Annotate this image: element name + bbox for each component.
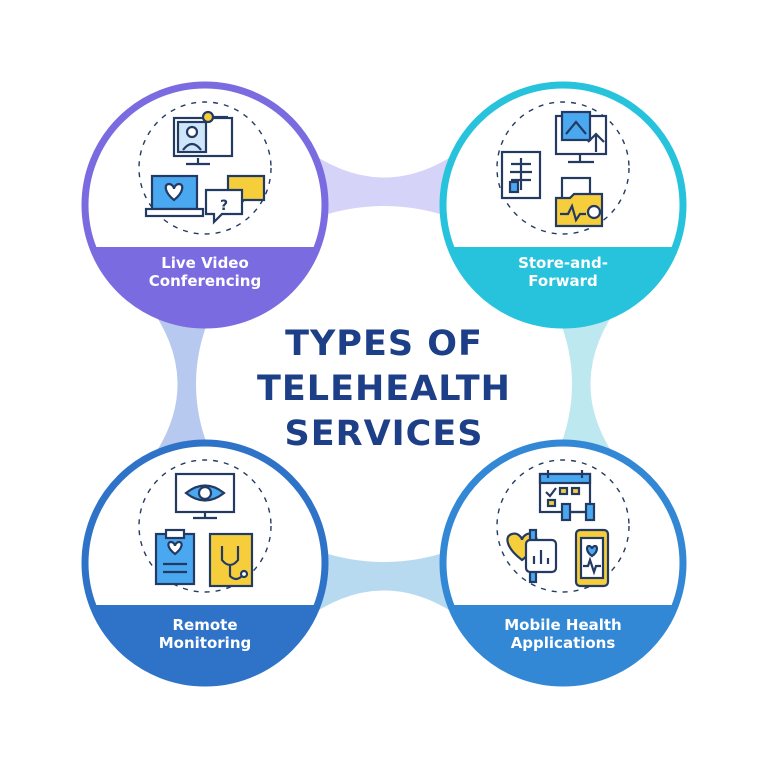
label-mobile-health-applications: Mobile Health Applications (463, 616, 663, 652)
item-store-forward (439, 81, 687, 329)
center-cutout (196, 206, 572, 562)
label-line-1: Remote (172, 616, 238, 634)
heart-monitor-laptop-icon (144, 174, 205, 218)
connectors (145, 145, 623, 623)
label-line-1: Live Video (161, 254, 249, 272)
page-title: TYPES OF TELEHEALTH SERVICES (200, 322, 568, 457)
title-line-2: TELEHEALTH (257, 369, 511, 409)
eye-monitor-icon (174, 472, 236, 520)
title-line-3: SERVICES (284, 414, 484, 454)
label-line-2: Applications (510, 634, 616, 652)
label-line-1: Store-and- (518, 254, 608, 272)
label-line-2: Monitoring (158, 634, 252, 652)
clipboard-heart-icon (154, 528, 196, 586)
image-upload-monitor-icon (554, 110, 608, 164)
label-remote-monitoring: Remote Monitoring (105, 616, 305, 652)
label-live-video-conferencing: Live Video Conferencing (105, 254, 305, 290)
video-call-icon (172, 110, 234, 166)
label-line-1: Mobile Health (504, 616, 622, 634)
svg-text:?: ? (220, 198, 228, 214)
dumbbell-icon (560, 502, 596, 522)
mobile-heart-app-icon (574, 528, 610, 588)
heart-smartwatch-icon (506, 528, 558, 584)
item-mobile-health (439, 439, 687, 687)
label-line-2: Conferencing (148, 272, 262, 290)
title-line-1: TYPES OF (285, 324, 483, 364)
label-store-and-forward: Store-and- Forward (463, 254, 663, 290)
chat-bubbles-icon: ? (204, 174, 266, 225)
medical-folder-icon (554, 176, 604, 228)
x-ray-icon (500, 150, 542, 200)
stethoscope-document-icon (208, 532, 254, 588)
item-remote-monitoring (81, 439, 329, 687)
label-line-2: Forward (528, 272, 598, 290)
